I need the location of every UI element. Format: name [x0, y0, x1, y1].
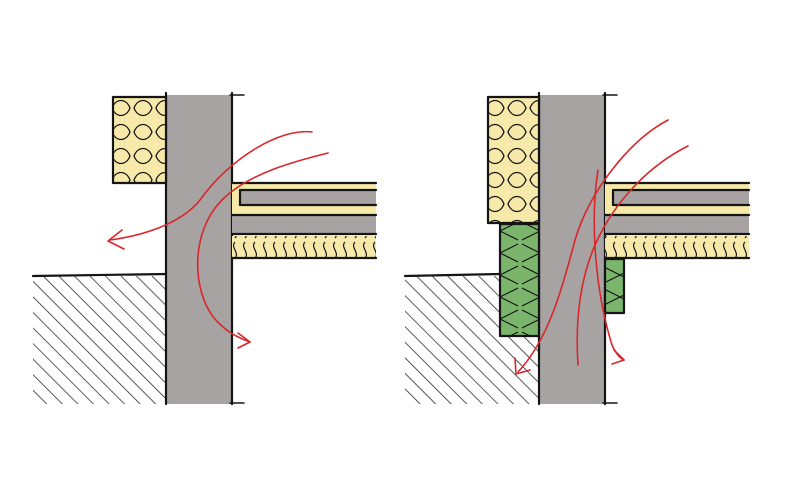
external-wall-insulation-outline — [111, 95, 168, 185]
heat-flow-arrow — [517, 119, 669, 373]
floor-base — [232, 216, 376, 234]
floor-base — [605, 216, 749, 234]
soil-ground — [33, 276, 167, 404]
perimeter-insulation-internal-outline — [603, 257, 626, 315]
perimeter-insulation-external-outline — [498, 222, 541, 338]
panel-insulated-base — [403, 91, 751, 406]
perimeter-insulation-internal-texture — [605, 259, 624, 313]
floor-outline — [230, 181, 378, 260]
ground-line — [403, 272, 502, 278]
heat-flow-arrow-head — [514, 357, 531, 375]
heat-flow-arrow — [196, 152, 329, 343]
underfloor-insulation-texture — [232, 236, 376, 258]
heat-flow-arrow — [109, 130, 313, 241]
underfloor-insulation-texture — [605, 236, 749, 258]
heat-flow-arrow — [593, 169, 625, 361]
heat-flow-arrow-head — [107, 229, 125, 250]
floor-outline — [603, 181, 751, 260]
floor-slab — [613, 190, 749, 205]
floor-slab — [240, 190, 376, 205]
external-wall-insulation-texture — [113, 97, 166, 183]
heat-flow-arrow-head — [237, 332, 251, 349]
panel-uninsulated-base — [31, 91, 378, 406]
external-wall-insulation-texture — [488, 97, 539, 223]
ground-line — [31, 272, 169, 278]
perimeter-insulation-external-texture — [500, 224, 539, 336]
heat-flow-arrow-head — [611, 349, 625, 365]
